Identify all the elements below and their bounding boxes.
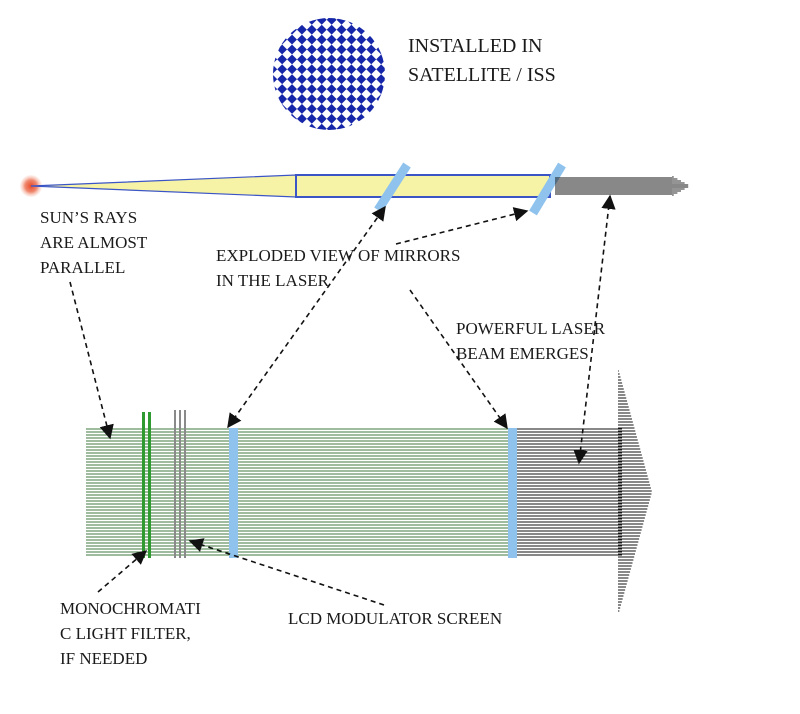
top-laser-beam [555,176,689,196]
lower-mirror-left [229,428,238,558]
arrow-sun-to-field [69,281,114,440]
mono-label-line3: IF NEEDED [60,649,147,668]
lcd-modulator-screen [174,410,186,558]
arrow-to-lower-mirror [409,289,508,430]
output-laser-beam [517,370,652,612]
top-mirror-2 [529,162,566,216]
sun-label-line1: SUN’S RAYS [40,208,137,227]
arrow-to-top-mirror-1 [227,205,386,429]
light-cone [30,174,297,198]
green-light-field [86,428,509,556]
monochromatic-filter [142,412,145,558]
checkered-sphere-icon [273,18,385,130]
powerful-label-line1: POWERFUL LASER [456,319,606,338]
installed-label-line1: INSTALLED IN [408,35,542,57]
lower-mirror-right [508,428,517,558]
exploded-label-line2: IN THE LASER [216,271,330,290]
monochromatic-filter-line2 [148,412,151,558]
top-mirror-1 [374,162,411,213]
installed-label-line2: SATELLITE / ISS [408,64,556,86]
arrow-to-filter [97,550,148,593]
leader-arrows [69,194,616,606]
sun-label-line2: ARE ALMOST [40,233,148,252]
powerful-label-line2: BEAM EMERGES [456,344,589,363]
lcd-label: LCD MODULATOR SCREEN [288,609,502,628]
laser-cavity [295,174,551,198]
sun-label-line3: PARALLEL [40,258,125,277]
arrow-to-top-mirror-2 [395,207,529,245]
mono-label-line2: C LIGHT FILTER, [60,624,191,643]
mono-label-line1: MONOCHROMATI [60,599,201,618]
exploded-label-line1: EXPLODED VIEW OF MIRRORS [216,246,460,265]
arrow-to-lcd [188,538,385,606]
